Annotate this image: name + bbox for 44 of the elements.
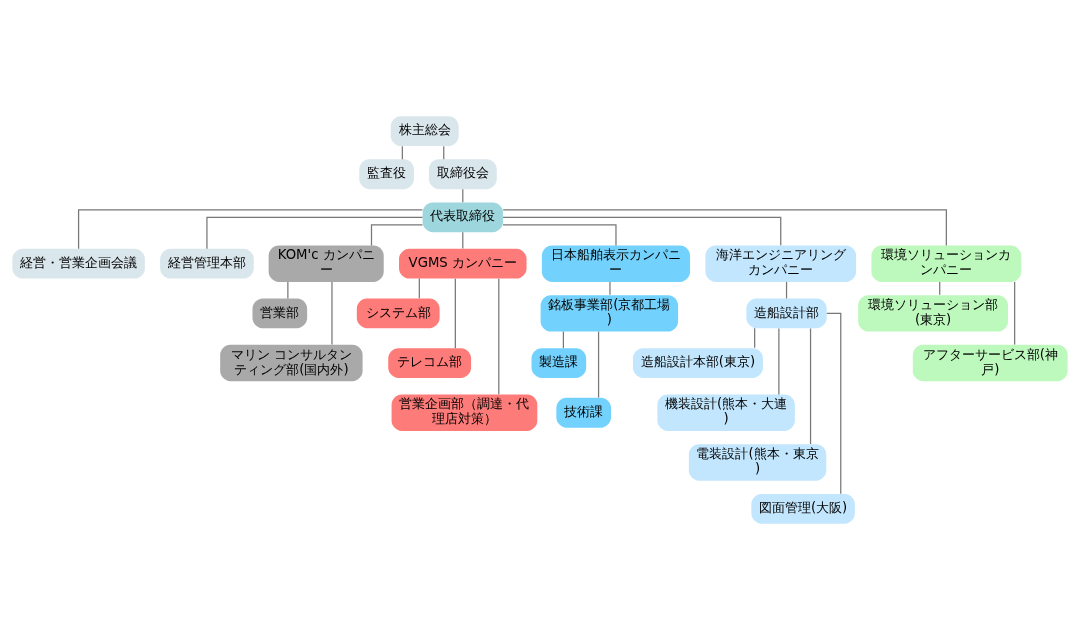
- connector: [502, 209, 947, 247]
- connector: [498, 278, 500, 395]
- node-box: 環境ソリューション部 (東京): [858, 295, 1009, 332]
- connector: [597, 331, 600, 399]
- connector: [418, 278, 420, 299]
- connector: [502, 216, 782, 246]
- node-box: KOM'c カンパニー: [268, 245, 384, 282]
- node-box: 株主総会: [390, 116, 459, 147]
- node-box: 図面管理(大阪): [751, 493, 855, 524]
- node-box: 経営管理本部: [160, 248, 254, 279]
- connector: [609, 281, 611, 296]
- connector: [454, 278, 456, 349]
- node-box: 監査役: [359, 159, 414, 190]
- connector: [77, 209, 423, 250]
- connector: [778, 327, 780, 396]
- node-box: 経営・営業企画会議: [12, 248, 145, 279]
- node-box: テレコム部: [388, 348, 472, 378]
- connector: [370, 224, 424, 246]
- node-box: 営業部: [252, 298, 308, 329]
- node-box: VGMS カンパニー: [399, 248, 527, 279]
- connector: [331, 281, 333, 346]
- connector: [754, 327, 756, 349]
- node-box: 機装設計(熊本・大連): [657, 394, 795, 431]
- node-box: 造船設計部: [746, 298, 827, 329]
- node-box: 造船設計本部(東京): [632, 348, 763, 378]
- node-box: 代表取締役: [422, 202, 503, 233]
- connector: [809, 327, 812, 445]
- node-box: システム部: [356, 298, 440, 329]
- connector: [1014, 281, 1016, 346]
- connector: [287, 281, 289, 300]
- node-box: 日本船舶表示カンパニー: [541, 245, 691, 282]
- node-box: 技術課: [556, 397, 611, 428]
- node-box: 電装設計(熊本・東京): [688, 444, 827, 481]
- node-box: アフターサービス部(神戸): [912, 344, 1068, 382]
- node-box: マリン コンサルタンティング部(国内外): [220, 344, 363, 382]
- connector: [206, 216, 424, 250]
- connector: [826, 312, 842, 495]
- node-box: 海洋エンジニアリングカンパニー: [705, 245, 857, 282]
- node-box: 製造課: [531, 348, 587, 378]
- node-box: 銘板事業部(京都工場): [540, 295, 679, 332]
- node-box: 環境ソリューションカンパニー: [871, 245, 1022, 282]
- connector: [502, 224, 617, 246]
- node-box: 取締役会: [428, 159, 497, 190]
- node-box: 営業企画部（調達・代理店対策）: [391, 394, 538, 431]
